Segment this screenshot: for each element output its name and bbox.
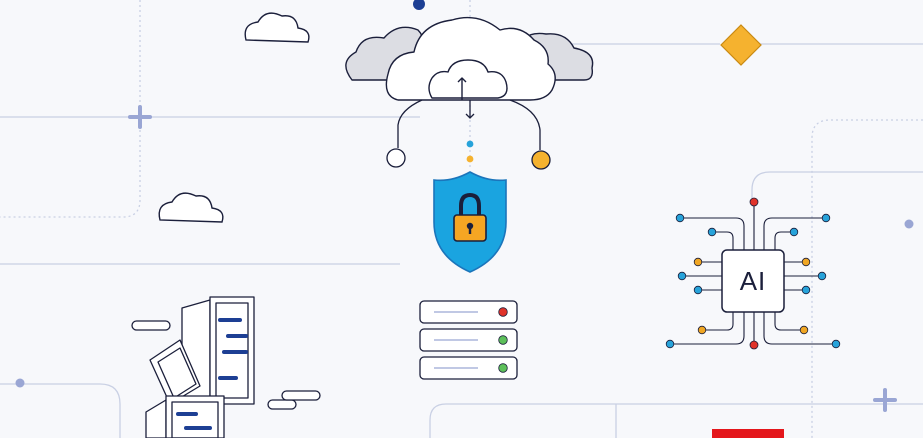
status-dot: [413, 0, 425, 10]
diamond-icon: [720, 24, 762, 66]
chip-terminals: [665, 197, 841, 350]
plus-icon: [873, 388, 897, 412]
ai-chip-icon: [721, 249, 785, 313]
server-slots: [434, 311, 478, 369]
status-led-red: [498, 307, 508, 317]
cloud-connectors: [397, 99, 541, 150]
red-accent-bar: [712, 429, 784, 438]
building-stripes: [176, 318, 248, 430]
plus-icon: [128, 105, 152, 129]
connector-node: [386, 148, 406, 168]
small-cloud-icon: [158, 192, 224, 223]
connector-node: [531, 150, 551, 170]
status-led-green: [498, 335, 508, 345]
grid-node-dot: [15, 378, 25, 388]
connector-node: [466, 140, 474, 148]
connector-node: [466, 155, 474, 163]
floating-bars: [131, 320, 321, 410]
grid-node-dot: [904, 219, 914, 229]
cloud-icon: [345, 16, 594, 101]
status-led-green: [498, 363, 508, 373]
small-cloud-icon: [244, 12, 310, 43]
shield-lock-icon: [433, 171, 507, 273]
